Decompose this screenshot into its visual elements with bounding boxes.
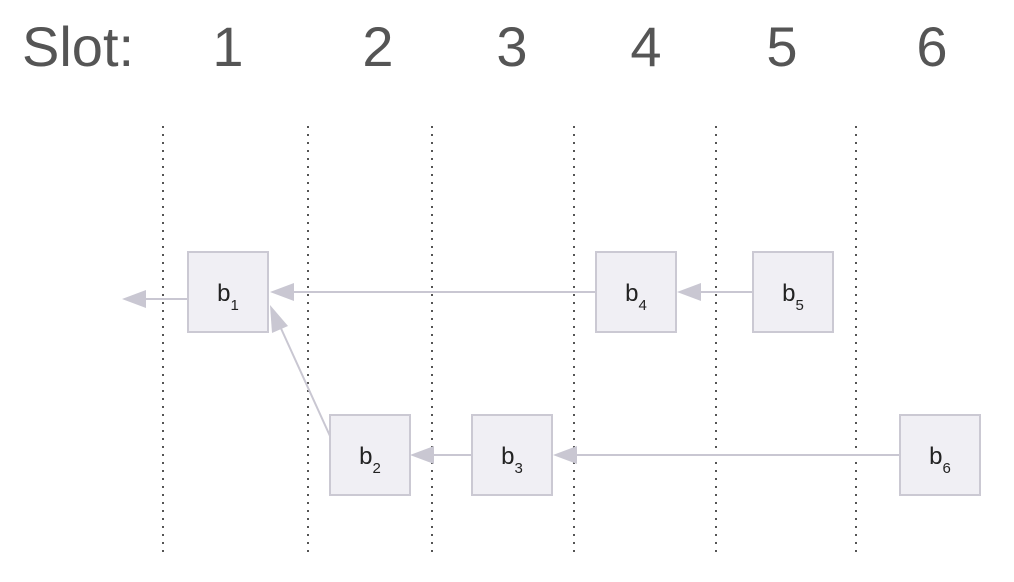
block-box <box>595 251 677 333</box>
block-label: b1 <box>217 280 239 314</box>
block-label: b5 <box>782 280 804 314</box>
block-letter: b <box>217 280 230 307</box>
arrowhead-icon <box>270 305 288 333</box>
block-letter: b <box>782 280 795 307</box>
block-label: b3 <box>501 443 523 477</box>
block-subscript: 6 <box>943 460 951 477</box>
slot-number-2: 2 <box>362 15 393 78</box>
block-b2: b2 <box>329 414 411 496</box>
block-box <box>187 251 269 333</box>
block-letter: b <box>359 443 372 470</box>
slot-number-1: 1 <box>212 15 243 78</box>
slot-number-6: 6 <box>916 15 947 78</box>
slot-number-3: 3 <box>496 15 527 78</box>
block-letter: b <box>625 280 638 307</box>
block-b4: b4 <box>595 251 677 333</box>
arrowhead-icon <box>122 290 146 308</box>
parent-edges <box>122 283 900 464</box>
block-box <box>752 251 834 333</box>
block-subscript: 4 <box>639 297 647 314</box>
block-label: b4 <box>625 280 647 314</box>
block-subscript: 2 <box>373 460 381 477</box>
arrowhead-icon <box>270 283 294 301</box>
block-subscript: 3 <box>515 460 523 477</box>
block-box <box>329 414 411 496</box>
edge-b2-to-b1 <box>278 323 331 437</box>
slot-number-5: 5 <box>766 15 797 78</box>
block-b3: b3 <box>471 414 553 496</box>
arrowhead-icon <box>677 283 701 301</box>
slot-header-label: Slot: <box>22 15 134 78</box>
block-box <box>899 414 981 496</box>
block-subscript: 1 <box>231 297 239 314</box>
block-letter: b <box>501 443 514 470</box>
block-b5: b5 <box>752 251 834 333</box>
slot-header: Slot: 1 2 3 4 5 6 <box>22 15 948 78</box>
block-b1: b1 <box>187 251 269 333</box>
block-label: b2 <box>359 443 381 477</box>
block-box <box>471 414 553 496</box>
arrowhead-icon <box>410 446 434 464</box>
block-b6: b6 <box>899 414 981 496</box>
slot-number-4: 4 <box>630 15 661 78</box>
arrowhead-icon <box>553 446 577 464</box>
block-letter: b <box>929 443 942 470</box>
block-label: b6 <box>929 443 951 477</box>
block-subscript: 5 <box>796 297 804 314</box>
